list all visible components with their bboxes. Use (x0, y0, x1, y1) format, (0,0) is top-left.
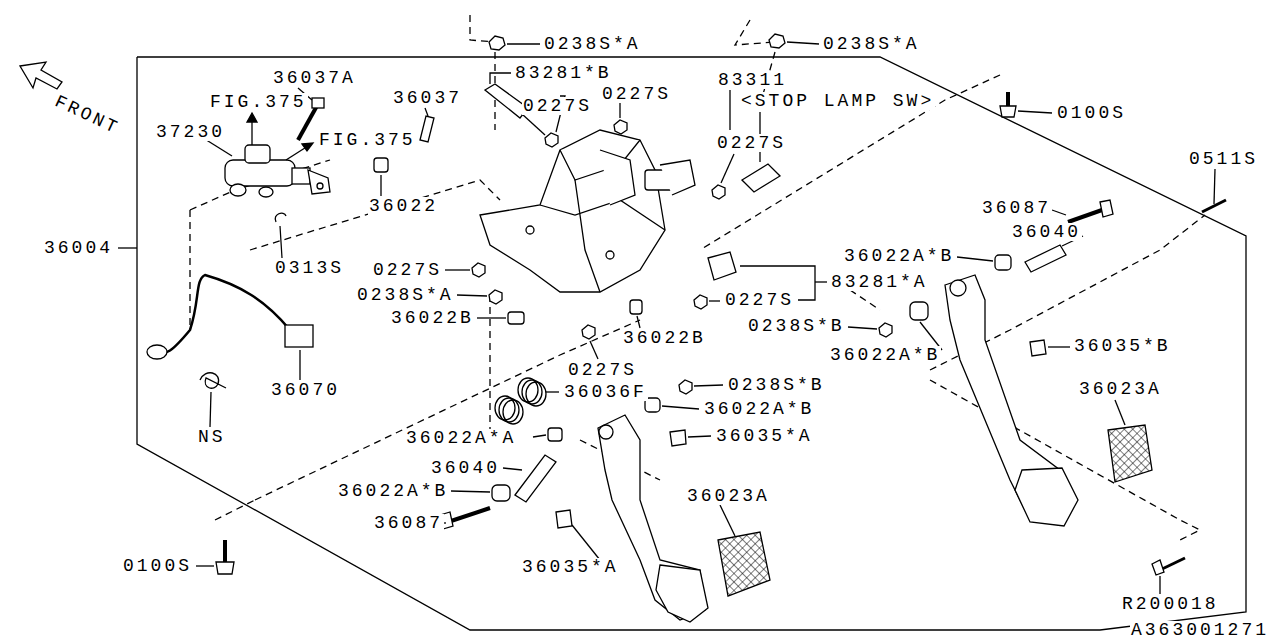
part-label: 36023A (1078, 380, 1163, 398)
part-label: 36040 (430, 459, 501, 477)
part-label: 36022A*B (829, 346, 941, 364)
part-label: 83281*B (514, 64, 613, 82)
part-label: NS (197, 428, 227, 446)
part-label: 0238S*B (727, 376, 826, 394)
part-label: 36022A*A (405, 429, 517, 447)
part-label: 36070 (270, 381, 341, 399)
part-label: R200018 (1121, 595, 1220, 613)
part-label: 36022B (390, 309, 475, 327)
part-label: 0313S (274, 259, 345, 277)
leader-lines (118, 42, 1215, 594)
part-label: 36037 (392, 89, 463, 107)
part-label: 0227S (372, 261, 443, 279)
part-label: 36036F (563, 383, 648, 401)
part-label: A363001271 (1130, 621, 1270, 639)
part-label: 36087 (981, 199, 1052, 217)
part-label: 0238S*B (747, 317, 846, 335)
pedal-bracket (480, 130, 695, 292)
pedal-pad (1108, 425, 1152, 482)
part-label: 36035*A (521, 558, 620, 576)
part-label: 83281*A (830, 273, 929, 291)
part-label: 0238S*A (822, 35, 921, 53)
part-label: 0227S (567, 361, 638, 379)
part-label: 36022A*B (337, 482, 449, 500)
part-label: 36022 (368, 197, 439, 215)
part-label: 0238S*A (543, 35, 642, 53)
return-springs (495, 378, 546, 424)
part-label: 0511S (1188, 150, 1259, 168)
master-cylinder (225, 145, 330, 197)
part-label: FIG.375 (209, 93, 308, 111)
part-label: 0227S (601, 85, 672, 103)
part-label: 0100S (1056, 104, 1127, 122)
part-label: 36040 (1011, 223, 1082, 241)
part-label: 36022A*B (703, 400, 815, 418)
part-label: 0227S (716, 134, 787, 152)
part-label: 36023A (686, 487, 771, 505)
part-label: 0100S (122, 557, 193, 575)
part-label: 36037A (272, 69, 357, 87)
front-arrow (20, 62, 62, 89)
part-label: 37230 (155, 123, 226, 141)
part-label: 36022A*B (843, 247, 955, 265)
switch-b (485, 84, 558, 147)
part-label: 36035*A (715, 427, 814, 445)
assembly-outline (137, 57, 1246, 630)
part-label: 0238S*A (356, 286, 455, 304)
part-label: 36004 (43, 239, 114, 257)
dashed-guides (190, 15, 1205, 540)
pedal-pad (718, 532, 770, 596)
part-label: <STOP LAMP SW> (740, 92, 935, 110)
direction-label: FRONT (51, 92, 123, 138)
part-label: 83311 (717, 71, 788, 89)
part-label: FIG.375 (318, 131, 417, 149)
part-label: 0227S (724, 291, 795, 309)
part-label: 36035*B (1073, 337, 1172, 355)
part-label: 0227S (522, 97, 593, 115)
part-label: 36087 (373, 514, 444, 532)
part-label: 36022B (622, 329, 707, 347)
